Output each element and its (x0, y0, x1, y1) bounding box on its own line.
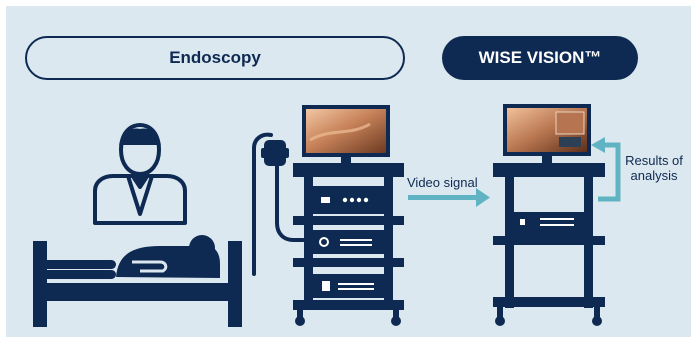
wise-vision-tower-icon (493, 104, 605, 326)
monitor-icon (503, 104, 591, 164)
results-of-analysis-label: Results of analysis (604, 153, 697, 183)
video-signal-label: Video signal (407, 175, 478, 190)
results-label-line2: analysis (604, 168, 697, 183)
results-label-line1: Results of (604, 153, 697, 168)
endoscope-cable-icon (254, 135, 303, 274)
results-arrow-head (591, 137, 605, 153)
video-signal-arrow (408, 188, 490, 207)
endoscopy-tower-icon (293, 105, 404, 326)
monitor-icon (302, 105, 390, 165)
doctor-icon (95, 125, 185, 223)
patient-on-bed-icon (33, 235, 242, 327)
